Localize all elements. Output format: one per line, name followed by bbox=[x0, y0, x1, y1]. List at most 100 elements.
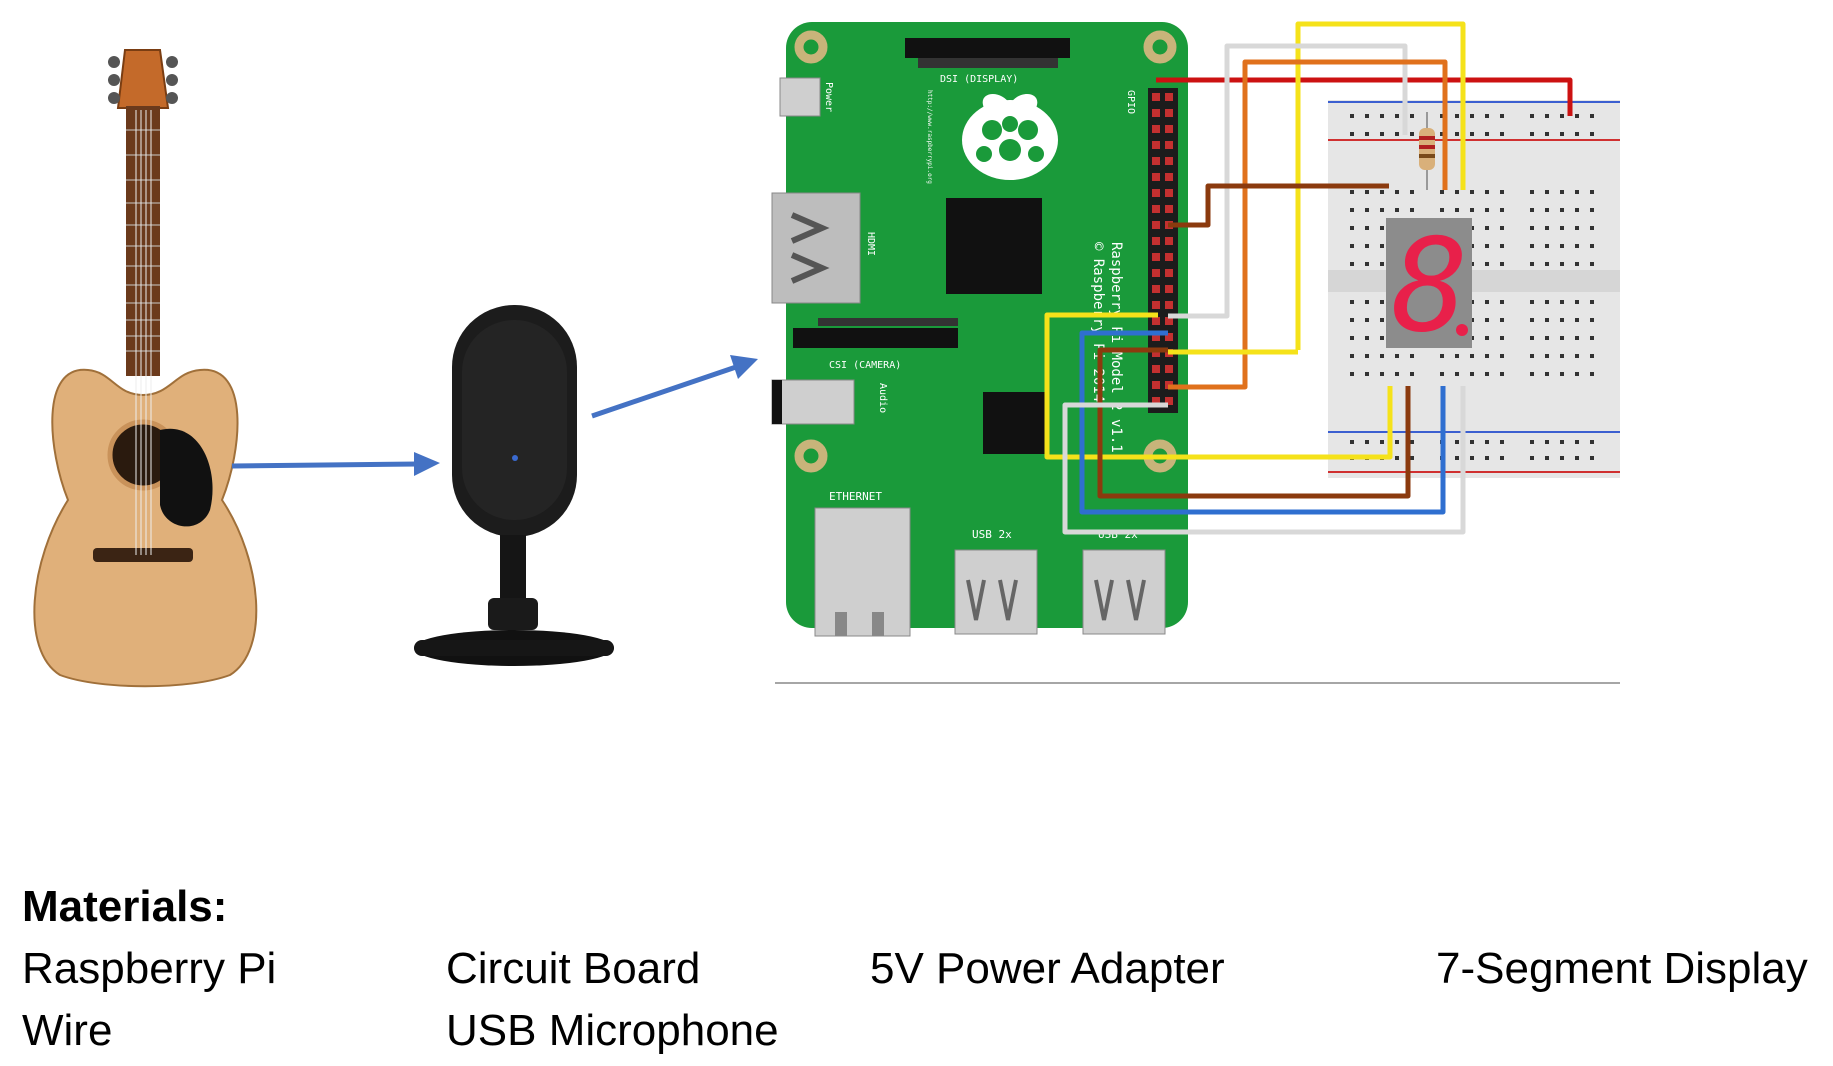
breadboard-hole bbox=[1500, 318, 1504, 322]
breadboard-hole bbox=[1575, 226, 1579, 230]
breadboard-hole bbox=[1350, 226, 1354, 230]
breadboard-hole bbox=[1590, 226, 1594, 230]
breadboard-hole bbox=[1500, 114, 1504, 118]
breadboard-hole bbox=[1350, 440, 1354, 444]
diagram-canvas: DSI (DISPLAY) Power GPIO http://www.rasp… bbox=[0, 0, 1833, 690]
breadboard-hole bbox=[1530, 190, 1534, 194]
material-circuit-board: Circuit Board bbox=[446, 944, 700, 994]
breadboard-hole bbox=[1395, 372, 1399, 376]
breadboard-hole bbox=[1575, 372, 1579, 376]
gpio-pin bbox=[1152, 317, 1160, 325]
breadboard-hole bbox=[1590, 300, 1594, 304]
breadboard-hole bbox=[1575, 456, 1579, 460]
gpio-pin bbox=[1152, 157, 1160, 165]
gpio-header bbox=[1148, 88, 1178, 413]
gpio-pin bbox=[1152, 237, 1160, 245]
breadboard-hole bbox=[1560, 114, 1564, 118]
breadboard-hole bbox=[1485, 226, 1489, 230]
breadboard-hole bbox=[1350, 244, 1354, 248]
breadboard-hole bbox=[1455, 190, 1459, 194]
breadboard-hole bbox=[1560, 262, 1564, 266]
breadboard-hole bbox=[1590, 208, 1594, 212]
breadboard-hole bbox=[1545, 190, 1549, 194]
breadboard-hole bbox=[1410, 190, 1414, 194]
breadboard-hole bbox=[1470, 372, 1474, 376]
usb-left-label: USB 2x bbox=[972, 528, 1012, 541]
gpio-pin bbox=[1165, 285, 1173, 293]
breadboard-hole bbox=[1395, 114, 1399, 118]
gpio-pin bbox=[1152, 365, 1160, 373]
materials-title: Materials: bbox=[22, 882, 227, 932]
breadboard-hole bbox=[1500, 456, 1504, 460]
gpio-pin bbox=[1165, 269, 1173, 277]
breadboard-hole bbox=[1530, 336, 1534, 340]
breadboard-hole bbox=[1485, 300, 1489, 304]
gpio-pin bbox=[1152, 269, 1160, 277]
breadboard-hole bbox=[1485, 354, 1489, 358]
microphone-icon bbox=[414, 305, 614, 666]
material-seven-segment: 7-Segment Display bbox=[1436, 944, 1808, 994]
breadboard-hole bbox=[1365, 262, 1369, 266]
breadboard-hole bbox=[1575, 132, 1579, 136]
breadboard-hole bbox=[1455, 372, 1459, 376]
breadboard-hole bbox=[1380, 208, 1384, 212]
breadboard-hole bbox=[1560, 336, 1564, 340]
breadboard-hole bbox=[1485, 440, 1489, 444]
breadboard-hole bbox=[1485, 132, 1489, 136]
gpio-pin bbox=[1165, 237, 1173, 245]
breadboard-hole bbox=[1590, 318, 1594, 322]
gpio-pin bbox=[1152, 141, 1160, 149]
guitar-icon bbox=[34, 50, 256, 686]
material-raspberry-pi: Raspberry Pi bbox=[22, 944, 276, 994]
gpio-pin bbox=[1165, 109, 1173, 117]
breadboard-hole bbox=[1530, 132, 1534, 136]
breadboard-hole bbox=[1365, 318, 1369, 322]
breadboard-hole bbox=[1440, 372, 1444, 376]
gpio-pin bbox=[1152, 221, 1160, 229]
breadboard-hole bbox=[1500, 190, 1504, 194]
breadboard-hole bbox=[1590, 190, 1594, 194]
csi-label: CSI (CAMERA) bbox=[829, 360, 901, 371]
breadboard-hole bbox=[1365, 114, 1369, 118]
gpio-pin bbox=[1165, 365, 1173, 373]
breadboard-hole bbox=[1365, 354, 1369, 358]
breadboard-hole bbox=[1545, 244, 1549, 248]
breadboard-hole bbox=[1545, 300, 1549, 304]
gpio-pin bbox=[1165, 141, 1173, 149]
breadboard-hole bbox=[1455, 114, 1459, 118]
breadboard-hole bbox=[1380, 354, 1384, 358]
breadboard-hole bbox=[1590, 354, 1594, 358]
gpio-pin bbox=[1165, 173, 1173, 181]
breadboard-hole bbox=[1545, 354, 1549, 358]
gpio-pin bbox=[1152, 173, 1160, 181]
breadboard-hole bbox=[1575, 244, 1579, 248]
breadboard-hole bbox=[1530, 440, 1534, 444]
breadboard-hole bbox=[1530, 114, 1534, 118]
breadboard-hole bbox=[1350, 300, 1354, 304]
seven-segment-display: 8 bbox=[1386, 212, 1472, 361]
breadboard-hole bbox=[1500, 132, 1504, 136]
breadboard-hole bbox=[1545, 114, 1549, 118]
gpio-pin bbox=[1152, 253, 1160, 261]
gpio-pin bbox=[1165, 301, 1173, 309]
gpio-pin bbox=[1152, 285, 1160, 293]
breadboard-hole bbox=[1350, 336, 1354, 340]
breadboard-hole bbox=[1350, 208, 1354, 212]
breadboard-hole bbox=[1575, 208, 1579, 212]
breadboard-hole bbox=[1560, 372, 1564, 376]
breadboard-hole bbox=[1380, 190, 1384, 194]
power-label: Power bbox=[823, 82, 834, 112]
breadboard-hole bbox=[1530, 456, 1534, 460]
breadboard-hole bbox=[1365, 226, 1369, 230]
breadboard-hole bbox=[1485, 336, 1489, 340]
gpio-pin bbox=[1152, 205, 1160, 213]
breadboard-hole bbox=[1500, 300, 1504, 304]
breadboard-hole bbox=[1380, 372, 1384, 376]
arrow-mic-to-pi bbox=[592, 355, 758, 416]
ethernet-label: ETHERNET bbox=[829, 490, 882, 503]
breadboard-hole bbox=[1410, 372, 1414, 376]
breadboard-hole bbox=[1500, 226, 1504, 230]
breadboard-hole bbox=[1500, 262, 1504, 266]
breadboard-hole bbox=[1545, 208, 1549, 212]
breadboard-hole bbox=[1500, 440, 1504, 444]
